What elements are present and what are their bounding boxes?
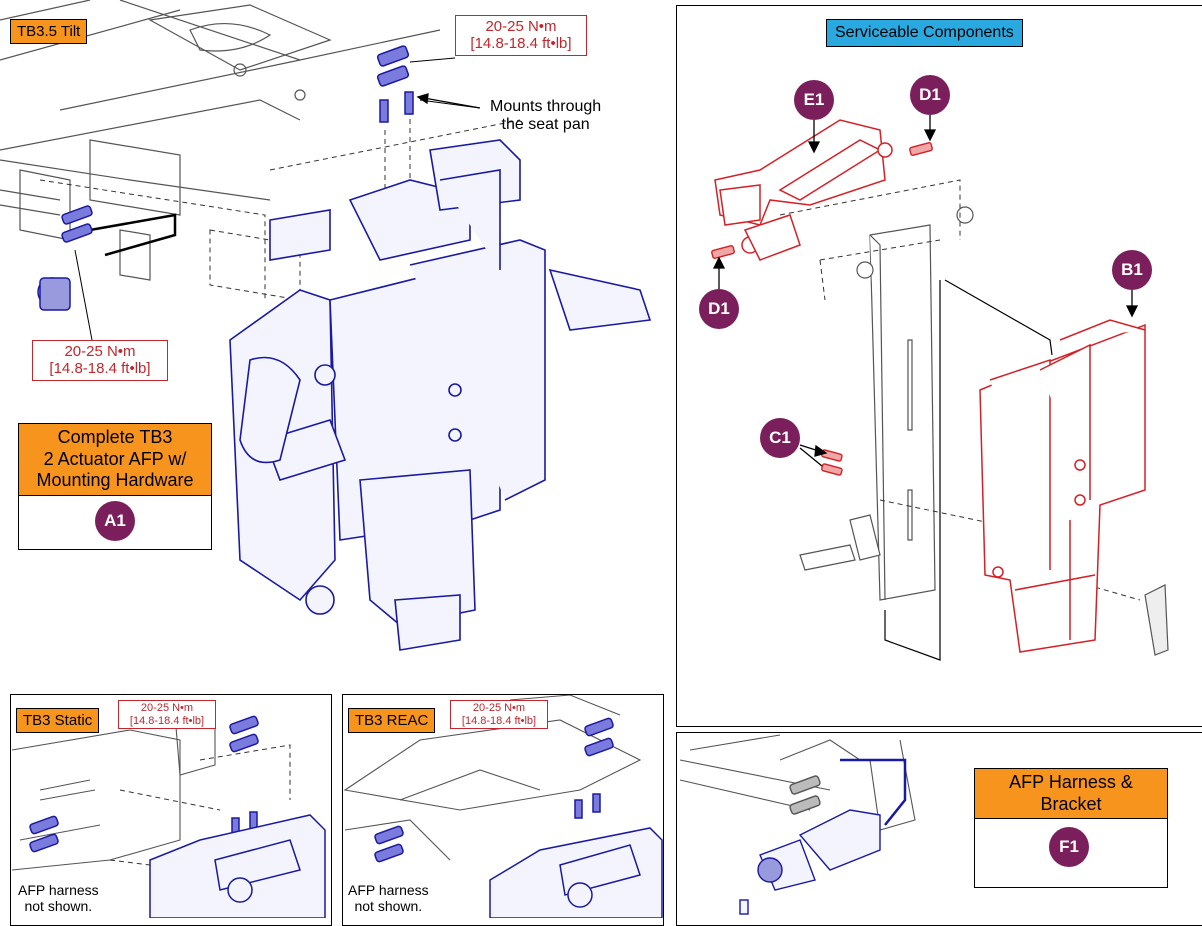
- torque-spec-reac: 20-25 N•m [14.8-18.4 ft•lb]: [450, 700, 548, 730]
- part-badge-e1[interactable]: E1: [794, 80, 834, 120]
- tb35-tilt-tag: TB3.5 Tilt: [10, 19, 88, 44]
- torque-spec-left: 20-25 N•m [14.8-18.4 ft•lb]: [32, 340, 168, 381]
- torque-spec-static: 20-25 N•m [14.8-18.4 ft•lb]: [118, 700, 216, 730]
- serviceable-components-frame: [676, 5, 1202, 727]
- reac-harness-note: AFP harness not shown.: [348, 882, 429, 915]
- torque-value-nm: 20-25 N•m: [485, 18, 557, 35]
- part-badge-c1[interactable]: C1: [760, 418, 800, 458]
- torque-value-ftlb: [14.8-18.4 ft•lb]: [49, 360, 151, 378]
- static-harness-note: AFP harness not shown.: [18, 882, 99, 915]
- part-badge-d1-left[interactable]: D1: [699, 289, 739, 329]
- part-f1-box: AFP Harness & Bracket F1: [974, 768, 1168, 888]
- tb3-static-tag: TB3 Static: [16, 708, 100, 733]
- tb3-reac-tag: TB3 REAC: [348, 708, 436, 733]
- part-f1-title: AFP Harness & Bracket: [975, 769, 1167, 820]
- torque-value-ftlb: [14.8-18.4 ft•lb]: [470, 35, 572, 53]
- part-a1-box: Complete TB3 2 Actuator AFP w/ Mounting …: [18, 423, 212, 550]
- harness-panel-drawing: [679, 734, 916, 831]
- part-badge-b1[interactable]: B1: [1112, 250, 1152, 290]
- bolt-group-main: [37, 45, 414, 311]
- part-a1-title: Complete TB3 2 Actuator AFP w/ Mounting …: [19, 424, 211, 496]
- part-badge-d1-top[interactable]: D1: [910, 75, 950, 115]
- bracket-e1-drawing: [714, 119, 893, 261]
- serviceable-components-title: Serviceable Components: [826, 19, 1023, 47]
- torque-value-nm: 20-25 N•m: [64, 343, 136, 360]
- mount-note: Mounts through the seat pan: [490, 98, 602, 134]
- rail-drawing: [799, 206, 974, 601]
- part-badge-a1[interactable]: A1: [95, 500, 135, 541]
- torque-spec-top: 20-25 N•m [14.8-18.4 ft•lb]: [455, 15, 587, 56]
- part-badge-f1[interactable]: F1: [1049, 827, 1089, 868]
- actuator-b1-drawing: [979, 319, 1146, 653]
- reac-panel-drawing: [343, 694, 642, 861]
- actuator-assembly-main: [229, 139, 652, 651]
